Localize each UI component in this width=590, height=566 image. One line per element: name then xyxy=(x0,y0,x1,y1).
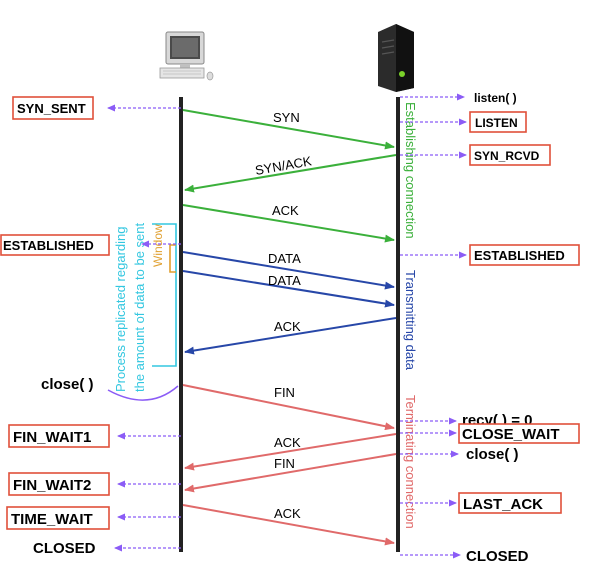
fin-label-1: FIN xyxy=(274,385,295,400)
fin-label-2: FIN xyxy=(274,456,295,471)
window-label: Window xyxy=(151,224,165,267)
state-close-client: close( ) xyxy=(41,376,94,393)
fin-arrow-2 xyxy=(184,453,397,493)
state-fin-wait1: FIN_WAIT1 xyxy=(13,429,91,446)
state-syn-sent: SYN_SENT xyxy=(17,101,86,116)
state-closed-client: CLOSED xyxy=(33,540,96,557)
state-close-wait: CLOSE_WAIT xyxy=(462,426,560,443)
terminating-label: Terminating connection xyxy=(403,395,418,529)
state-time-wait: TIME_WAIT xyxy=(11,511,93,528)
syn-ack-arrow xyxy=(184,154,397,193)
ack-arrow-1 xyxy=(182,204,395,243)
ack-label-4: ACK xyxy=(274,506,301,521)
state-established-server: ESTABLISHED xyxy=(474,248,565,263)
state-closed-server: CLOSED xyxy=(466,548,529,565)
syn-label: SYN xyxy=(273,110,300,125)
server-tower-icon xyxy=(378,24,414,92)
ack-label-2: ACK xyxy=(274,319,301,334)
state-listen: LISTEN xyxy=(475,116,518,130)
ack-arrow-4 xyxy=(182,504,395,546)
data-arrow-2 xyxy=(182,270,395,308)
fin-arrow-1 xyxy=(182,384,395,431)
state-listen-call: listen( ) xyxy=(474,91,517,105)
data-label-1: DATA xyxy=(268,251,301,266)
state-fin-wait2: FIN_WAIT2 xyxy=(13,477,91,494)
state-established-client: ESTABLISHED xyxy=(3,238,94,253)
window-annotation: Window Process replicated regarding the … xyxy=(107,222,179,401)
establishing-label: Establishing connection xyxy=(403,102,418,239)
syn-arrow xyxy=(182,109,395,150)
ack-arrow-3 xyxy=(184,433,397,471)
desktop-computer-icon xyxy=(159,31,214,81)
ack-arrow-2 xyxy=(184,317,397,355)
data-arrow-1 xyxy=(182,251,395,290)
state-close-server: close( ) xyxy=(466,446,519,463)
data-label-2: DATA xyxy=(268,273,301,288)
ack-label-3: ACK xyxy=(274,435,301,450)
transmitting-label: Transmitting data xyxy=(403,270,418,371)
state-last-ack: LAST_ACK xyxy=(463,496,543,513)
window-note-line1: Process replicated regarding xyxy=(113,227,128,392)
state-syn-rcvd: SYN_RCVD xyxy=(474,149,540,163)
window-note-line2: the amount of data to be sent xyxy=(132,222,147,392)
ack-label-1: ACK xyxy=(272,203,299,218)
